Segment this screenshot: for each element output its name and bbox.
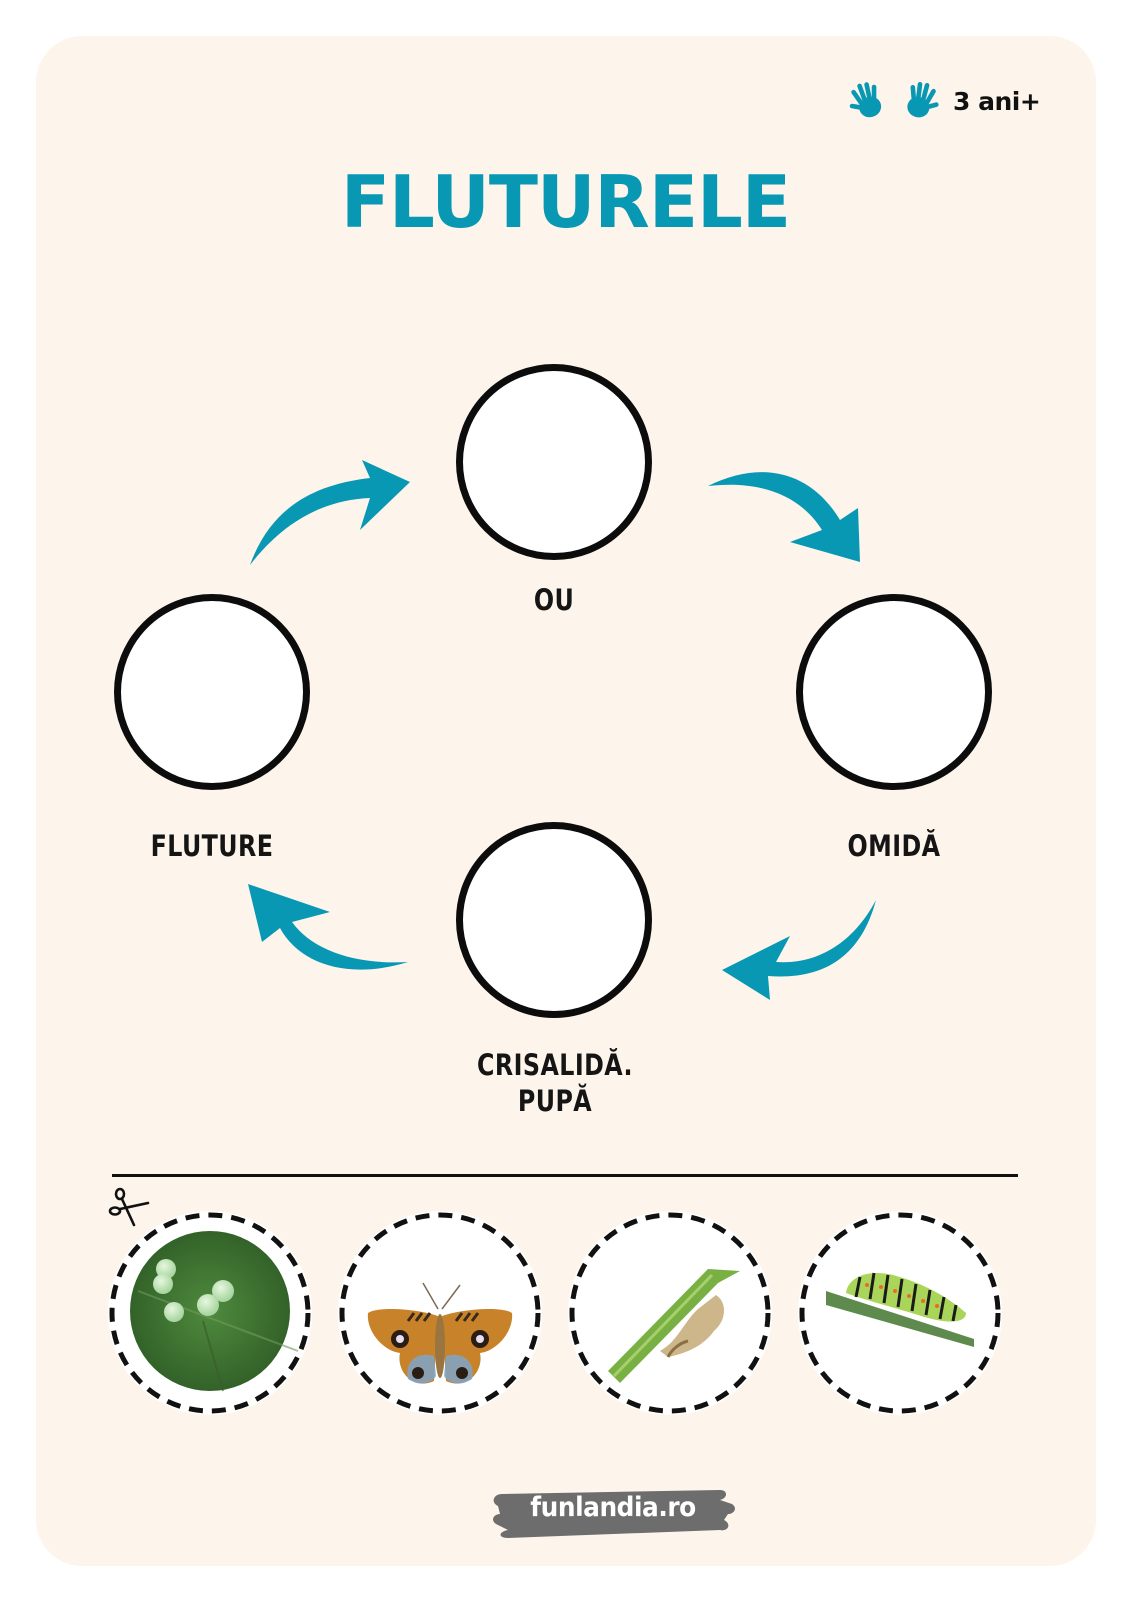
dashed-cut-circle	[339, 1212, 541, 1414]
dashed-cut-circle	[569, 1212, 771, 1414]
cutout-eggs[interactable]	[108, 1211, 312, 1415]
stage-circle-crisalida[interactable]	[456, 822, 652, 1018]
page-title: FLUTURELE	[340, 160, 791, 244]
arrow-omida-to-crisalida	[722, 900, 876, 1000]
stage-label-fluture: FLUTURE	[150, 829, 274, 863]
stage-label-crisalida: CRISALIDĂ. PUPĂ	[461, 1047, 650, 1119]
dashed-cut-circle	[799, 1212, 1001, 1414]
hand-icon	[907, 82, 939, 118]
hand-icon	[849, 82, 882, 118]
stage-circle-fluture[interactable]	[114, 594, 310, 790]
arrow-crisalida-to-fluture	[248, 884, 408, 970]
brand-label: funlandia.ro	[530, 1492, 696, 1523]
scissors-icon	[108, 1187, 150, 1227]
eggs-photo	[130, 1231, 299, 1392]
stage-label-omida: OMIDĂ	[847, 829, 941, 863]
arrow-fluture-to-ou	[250, 460, 410, 565]
dashed-cut-circle	[109, 1212, 311, 1414]
brush-stroke-background	[493, 1490, 735, 1538]
age-label: 3 ani+	[953, 86, 1041, 116]
butterfly-photo	[367, 1282, 513, 1384]
cutout-butterfly[interactable]	[338, 1211, 542, 1415]
age-badge: 3 ani+	[845, 78, 1041, 124]
cut-line	[112, 1174, 1018, 1177]
cutout-chrysalis[interactable]	[568, 1211, 772, 1415]
chrysalis-photo	[608, 1269, 740, 1383]
stage-label-crisalida-line2: PUPĂ	[517, 1084, 593, 1118]
stage-circle-ou[interactable]	[456, 364, 652, 560]
stage-circle-omida[interactable]	[796, 594, 992, 790]
stage-label-crisalida-line1: CRISALIDĂ.	[477, 1048, 633, 1082]
brand-badge[interactable]: funlandia.ro	[488, 1484, 738, 1544]
caterpillar-photo	[826, 1272, 974, 1347]
stage-label-ou: OU	[533, 583, 575, 617]
cutout-caterpillar[interactable]	[798, 1211, 1002, 1415]
arrow-ou-to-omida	[708, 472, 860, 562]
